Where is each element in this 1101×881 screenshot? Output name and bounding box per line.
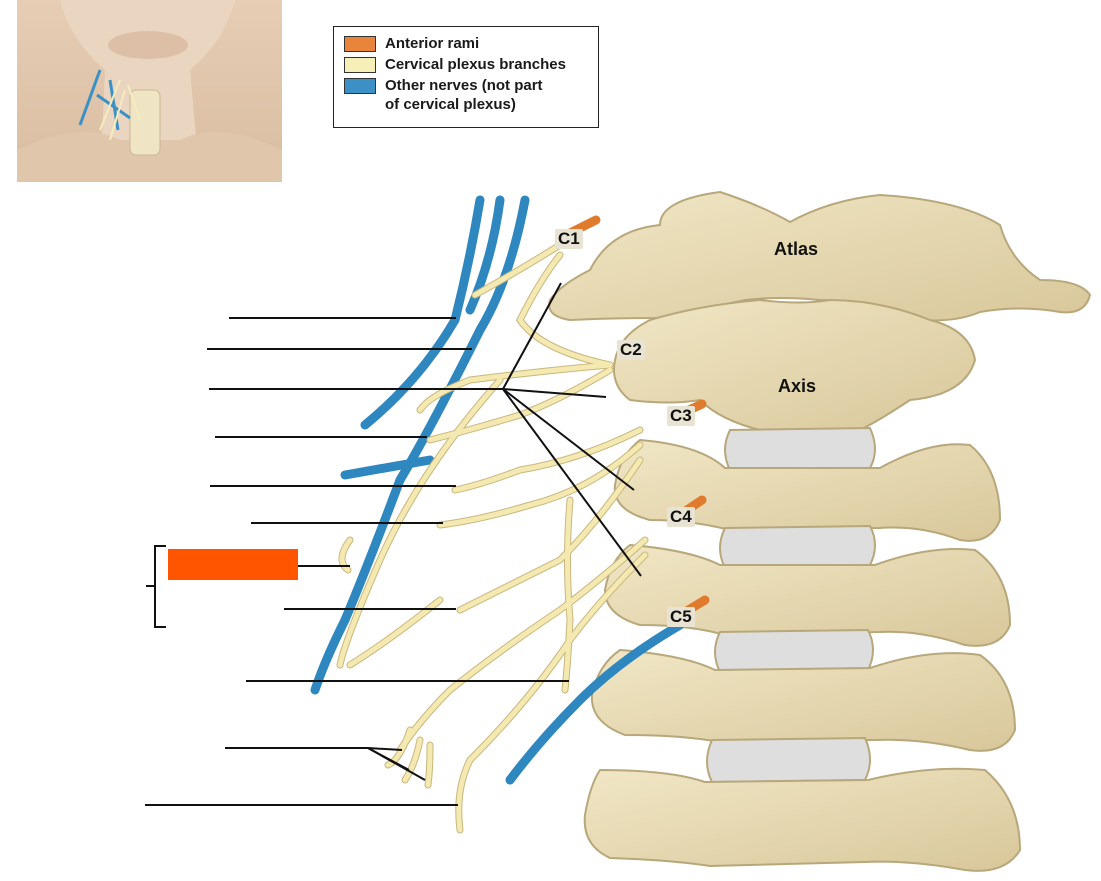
other-nerves — [310, 195, 685, 785]
leader-line — [502, 282, 562, 390]
disc-c2-c3 — [724, 426, 876, 472]
c3-vertebra — [613, 438, 1002, 542]
legend-item-other-nerves: Other nerves (not part of cervical plexu… — [344, 76, 590, 116]
atlas-label: Atlas — [774, 239, 819, 259]
disc-c3-c4 — [719, 524, 876, 570]
c1-label: C1 — [555, 229, 583, 249]
leader-lines — [145, 282, 642, 806]
axis-vertebra — [613, 298, 977, 431]
disc-c4-c5 — [714, 628, 874, 674]
leader-line — [502, 388, 642, 577]
legend-label: Anterior rami — [385, 35, 480, 52]
vertebral-column — [548, 190, 1092, 872]
disc-c5-c6 — [706, 736, 871, 784]
legend-label: Other nerves (not part of cervical plexu… — [385, 77, 543, 113]
legend-swatch-other-nerves — [344, 78, 376, 94]
leader-line — [502, 388, 607, 398]
leader-line — [367, 747, 403, 751]
c5-vertebra — [590, 648, 1017, 752]
c4-label: C4 — [667, 507, 695, 527]
leader-line — [502, 388, 635, 491]
legend-item-cervical-plexus: Cervical plexus branches — [344, 55, 590, 76]
legend-swatch-anterior-rami — [344, 36, 376, 52]
neck-anatomy-thumbnail-icon — [17, 0, 282, 182]
legend-swatch-cervical-plexus — [344, 57, 376, 73]
atlas-vertebra — [548, 190, 1092, 322]
c2-label: C2 — [617, 340, 645, 360]
axis-label: Axis — [778, 376, 817, 396]
legend-label: Cervical plexus branches — [385, 56, 566, 73]
legend-item-anterior-rami: Anterior rami — [344, 34, 590, 55]
c5-label: C5 — [667, 607, 695, 627]
leader-line — [367, 747, 426, 781]
group-bracket-icon — [146, 545, 166, 628]
c4-vertebra — [603, 543, 1012, 647]
c3-label: C3 — [667, 406, 695, 426]
c6-vertebra — [583, 767, 1022, 872]
cervical-plexus-branches — [336, 241, 649, 834]
legend: Anterior rami Cervical plexus branches O… — [333, 26, 599, 128]
redacted-label-box — [168, 549, 298, 580]
